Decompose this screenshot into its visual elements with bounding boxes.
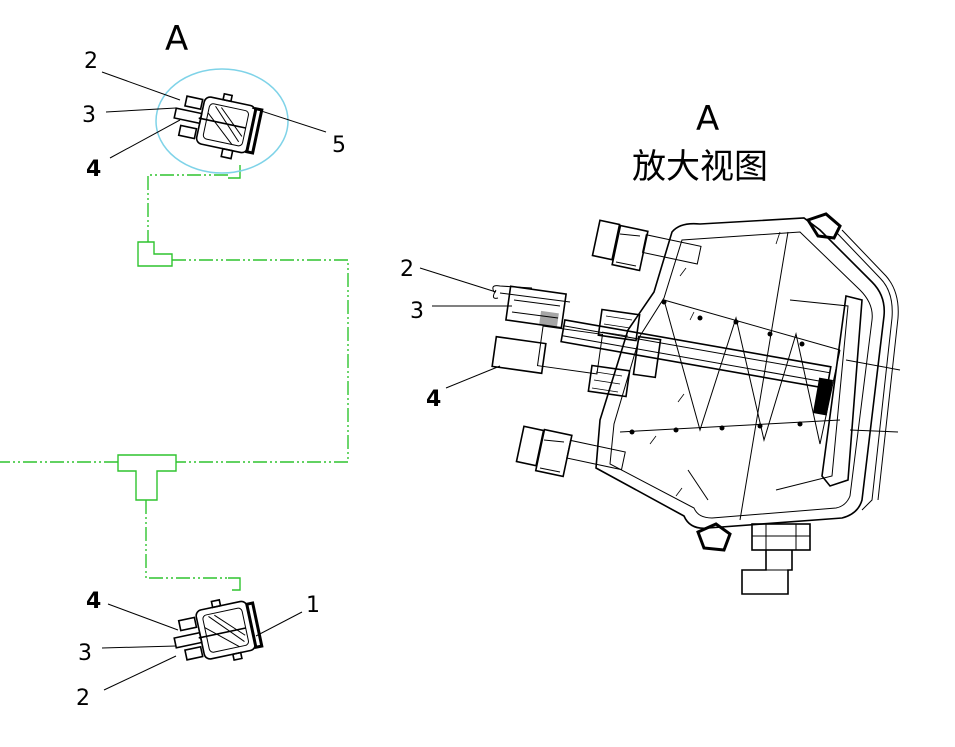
enlarged-view-marker: A bbox=[696, 99, 719, 139]
enlarged-brake-chamber-section bbox=[491, 212, 901, 595]
lower-mounting-stud bbox=[515, 425, 626, 478]
air-inlet-port bbox=[741, 523, 811, 595]
callout-4: 4 bbox=[86, 589, 101, 614]
bottom-chamber-callouts: 4 3 2 1 bbox=[76, 589, 320, 711]
callout-3: 3 bbox=[82, 103, 96, 128]
return-spring bbox=[619, 299, 841, 445]
detail-callouts: 2 3 4 bbox=[400, 257, 512, 412]
callout-5: 5 bbox=[332, 133, 346, 158]
detail-callout-3: 3 bbox=[410, 299, 424, 324]
view-marker-a: A bbox=[165, 19, 188, 59]
top-brake-chamber bbox=[155, 68, 289, 174]
section-hatch-marks bbox=[649, 231, 781, 497]
callout-3: 3 bbox=[78, 641, 92, 666]
highlight-circle bbox=[155, 68, 289, 174]
callout-1: 1 bbox=[306, 593, 320, 618]
callout-2: 2 bbox=[84, 49, 98, 74]
enlarged-view-title: 放大视图 bbox=[632, 147, 768, 187]
detail-callout-4: 4 bbox=[426, 387, 441, 412]
clevis-assembly bbox=[491, 285, 662, 398]
air-pipe-routing bbox=[0, 165, 349, 591]
top-chamber-callouts: 2 3 4 5 bbox=[82, 49, 346, 182]
callout-4: 4 bbox=[86, 157, 101, 182]
upper-mounting-stud bbox=[591, 219, 702, 272]
detail-callout-2: 2 bbox=[400, 257, 414, 282]
bottom-brake-chamber bbox=[173, 598, 264, 662]
callout-2: 2 bbox=[76, 686, 90, 711]
